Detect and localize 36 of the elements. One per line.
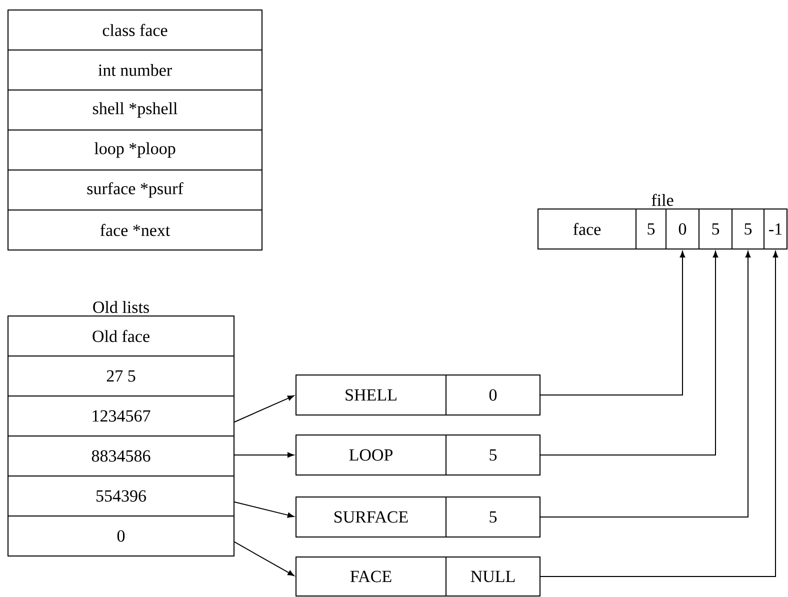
field-cell: NULL [446,556,540,596]
field-cell: 5 [732,208,764,250]
field-cell: -1 [764,208,788,250]
field-cell: 1234567 [8,396,234,436]
field-cell: 0 [446,374,540,416]
arrow [234,452,294,458]
field-cell: SURFACE [296,496,446,538]
arrow [540,251,686,396]
arrow [234,541,294,576]
arrow [540,251,778,577]
field-cell: shell *pshell [8,90,262,130]
field-cell: SHELL [296,374,446,416]
field-cell: 5 [446,434,540,476]
field-cell: 8834586 [8,436,234,476]
node-label: Old lists [93,301,149,313]
field-cell: face *next [8,210,262,250]
field-cell: int number [8,50,262,90]
field-cell: 27 5 [8,356,234,396]
field-cell: 0 [666,208,700,250]
field-cell: class face [8,10,262,50]
field-cell: LOOP [296,434,446,476]
field-cell: FACE [296,556,446,596]
arrow [540,251,718,456]
arrow [540,251,751,518]
field-cell: loop *ploop [8,130,262,170]
field-cell: 5 [698,208,732,250]
field-cell: 5 [636,208,666,250]
field-cell: face [538,208,636,250]
field-cell: 554396 [8,475,234,516]
arrow [234,395,294,422]
field-cell: 0 [8,515,234,556]
field-cell: surface *psurf [8,170,262,210]
node-label: file [652,194,674,206]
arrow [234,501,294,518]
field-cell: 5 [446,496,540,538]
field-cell: Old face [8,316,234,356]
